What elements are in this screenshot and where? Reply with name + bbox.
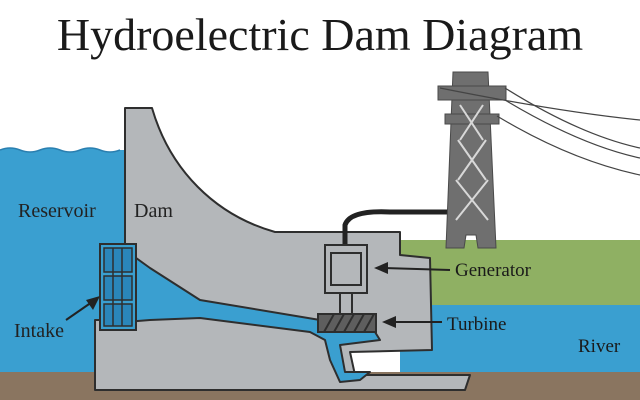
generator-arrow: [374, 262, 451, 274]
grass-bank: [398, 240, 640, 305]
generator: [324, 244, 368, 316]
reservoir-label: Reservoir: [18, 200, 96, 222]
reservoir-water: [0, 148, 125, 372]
dam-label: Dam: [134, 200, 173, 222]
river-label: River: [578, 336, 621, 357]
intake-gate: [99, 243, 137, 331]
turbine: [317, 313, 377, 333]
power-cable: [342, 209, 473, 251]
diagram-title: Hydroelectric Dam Diagram: [57, 9, 583, 60]
turbine-arrow: [382, 316, 442, 328]
turbine-label: Turbine: [447, 314, 506, 335]
reservoir-wave-line: [0, 147, 121, 153]
tower-lattice: [455, 104, 489, 221]
river-water: [400, 305, 640, 372]
generator-label: Generator: [455, 260, 532, 281]
intake-arrow: [65, 296, 100, 321]
power-lines: [439, 87, 640, 176]
intake-label: Intake: [14, 320, 64, 342]
